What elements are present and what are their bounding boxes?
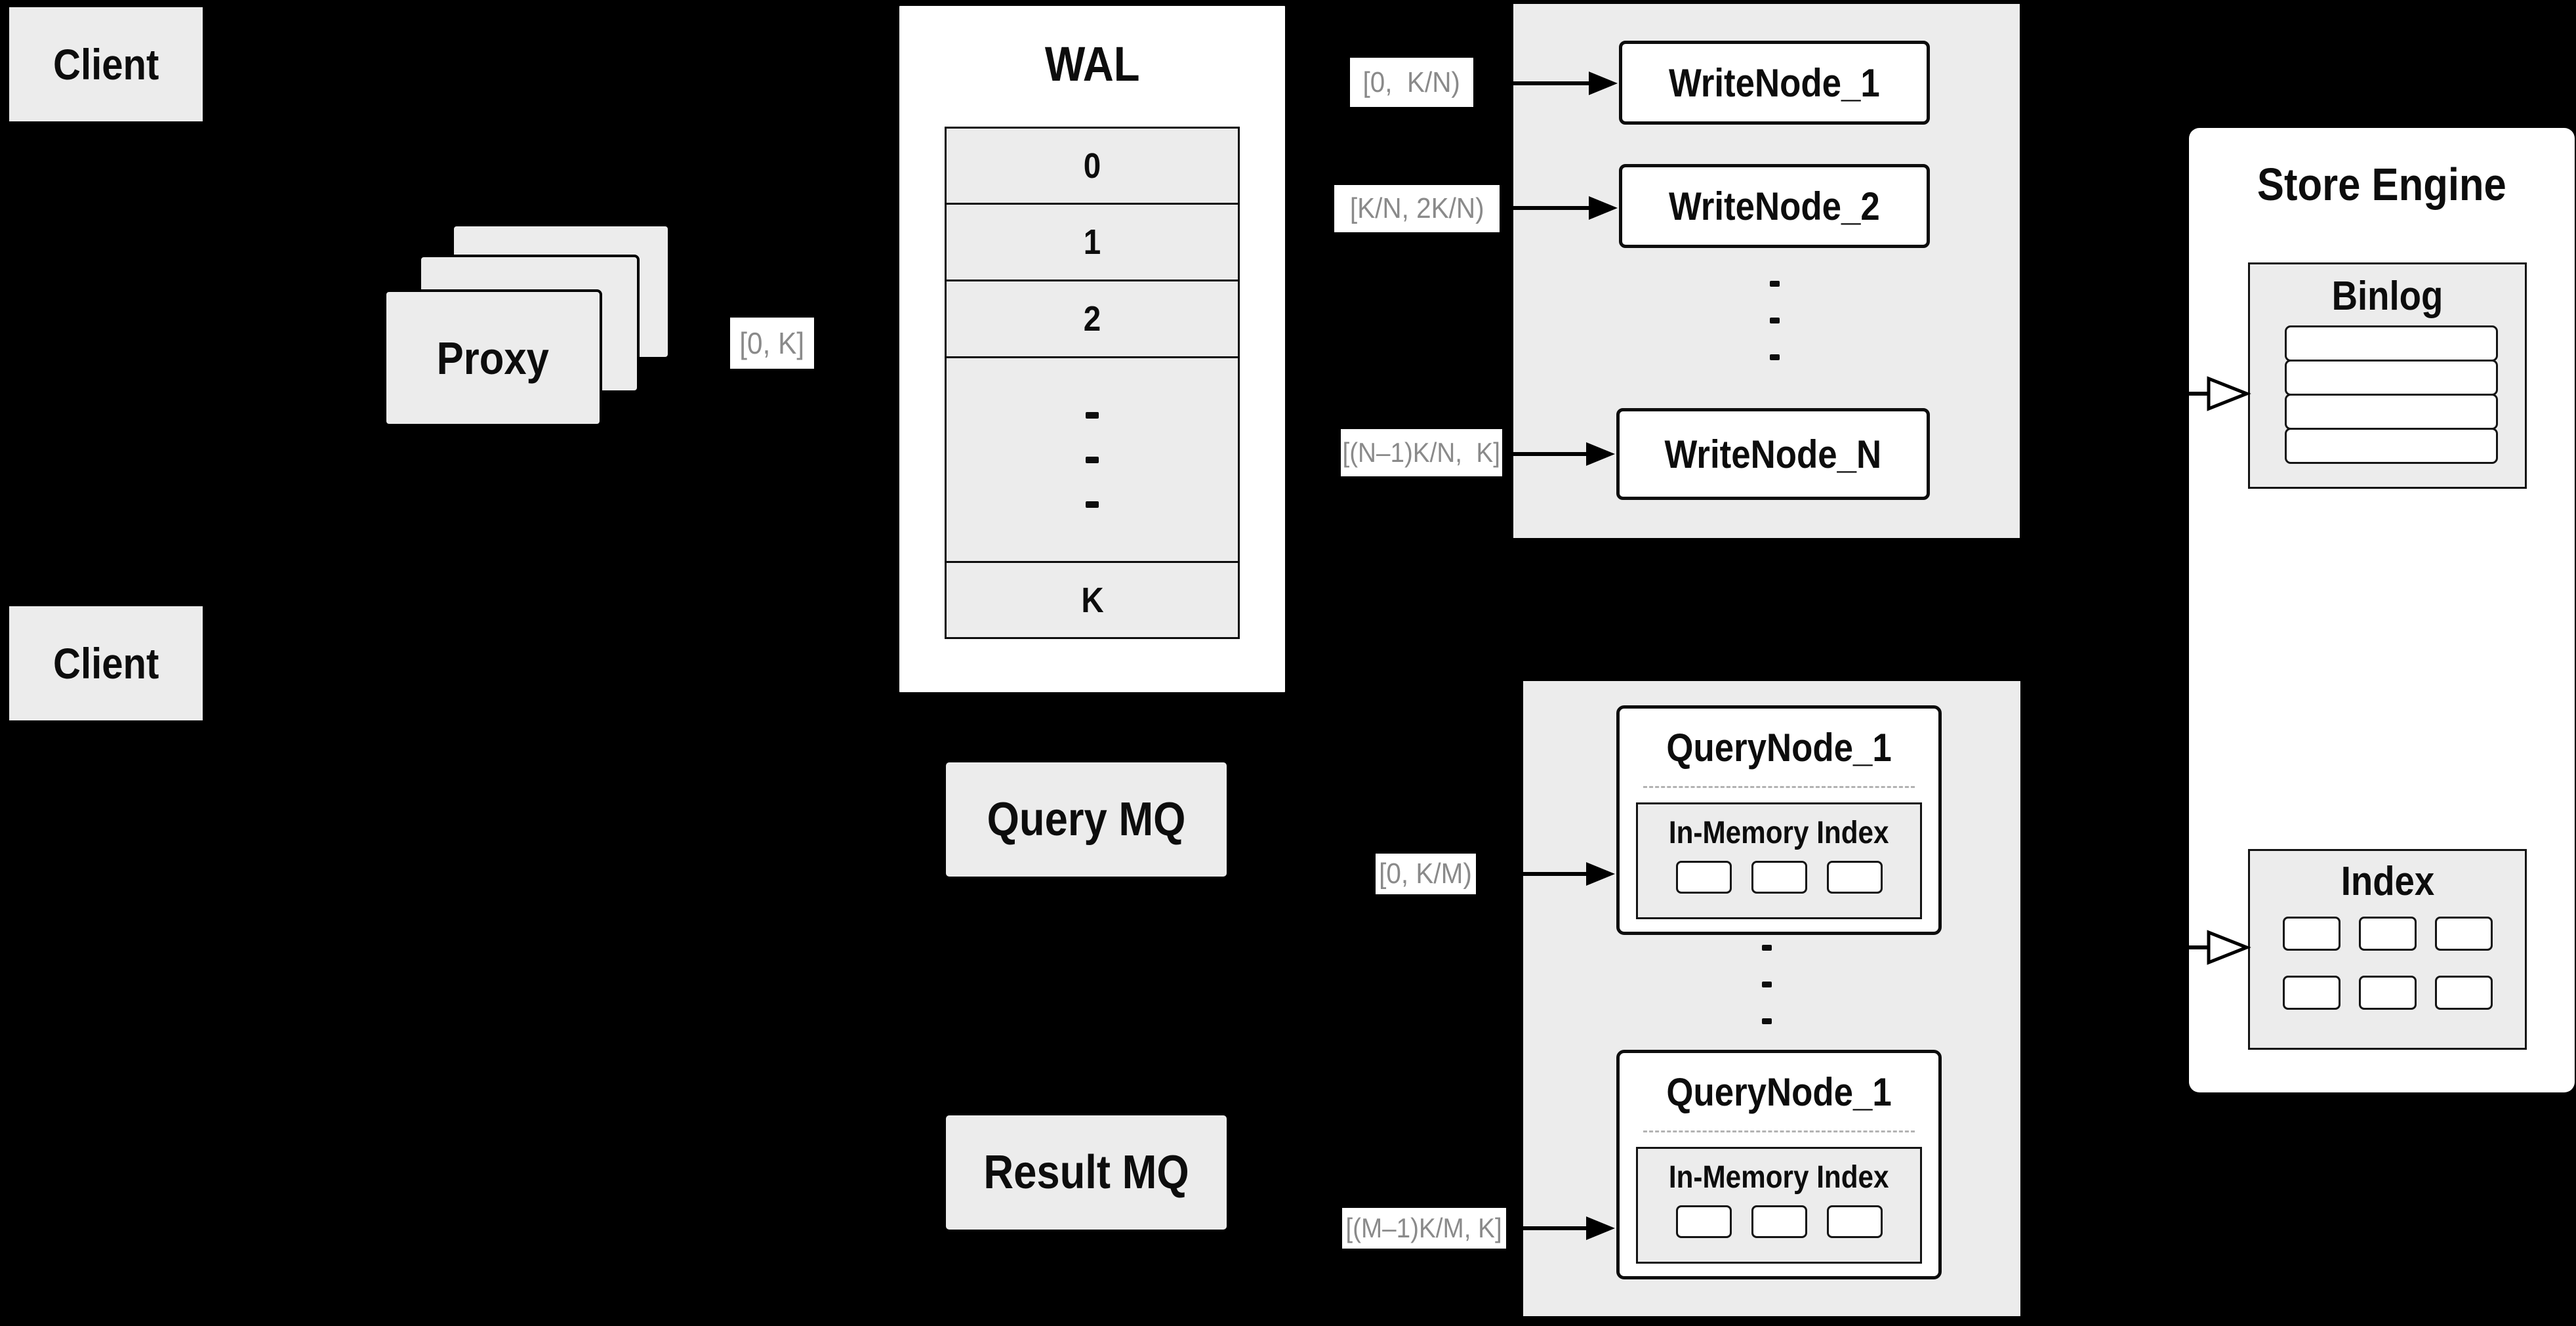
binlog-row	[2285, 325, 2498, 362]
index-cell	[2282, 976, 2341, 1010]
ellipsis-dot	[1761, 982, 1772, 987]
ellipsis-dot	[1769, 318, 1780, 323]
query-node-bottom-title: QueryNode_1	[1666, 1069, 1892, 1114]
range-label-query-top: [0, K/M)	[1376, 854, 1476, 894]
index-title-wrap: Index	[2250, 851, 2525, 911]
write-node-1: WriteNode_1	[1619, 41, 1930, 125]
inmemory-segment	[1826, 1205, 1883, 1238]
index-cells	[2250, 917, 2525, 1010]
query-node-bottom: QueryNode_1 In-Memory Index	[1616, 1050, 1942, 1279]
store-engine-title-wrap: Store Engine	[2189, 157, 2575, 212]
wal-segment-0-label: 0	[1083, 146, 1101, 186]
ellipsis-dot	[1761, 1018, 1772, 1024]
inmemory-segment	[1826, 861, 1883, 894]
ellipsis-dot	[1761, 945, 1772, 951]
index-cell	[2282, 917, 2341, 951]
inmemory-segments	[1638, 861, 1920, 894]
query-mq-box: Query MQ	[946, 762, 1227, 877]
range-label-write-n: [(N–1)K/N, K]	[1341, 429, 1502, 476]
wal-segment-0: 0	[945, 127, 1240, 205]
index-cell	[2358, 976, 2417, 1010]
ellipsis-dot	[1086, 456, 1099, 463]
query-node-bottom-separator	[1643, 1130, 1915, 1132]
index-cell	[2358, 917, 2417, 951]
write-node-n-label: WriteNode_N	[1664, 432, 1882, 476]
range-label-proxy-wal-text: [0, K]	[739, 326, 805, 360]
binlog-row	[2285, 360, 2498, 396]
result-mq-box: Result MQ	[946, 1115, 1227, 1230]
query-node-top: QueryNode_1 In-Memory Index	[1616, 705, 1942, 935]
range-label-write-1-text: [0, K/N)	[1362, 66, 1461, 98]
inmemory-segment	[1751, 1205, 1807, 1238]
index-cell	[2434, 917, 2493, 951]
query-node-top-title-wrap: QueryNode_1	[1620, 709, 1938, 786]
wal-title-wrap: WAL	[899, 36, 1285, 91]
ellipsis-dot	[1769, 281, 1780, 287]
query-mq-label: Query MQ	[987, 793, 1186, 846]
result-mq-label: Result MQ	[983, 1146, 1189, 1199]
range-label-query-bottom: [(M–1)K/M, K]	[1342, 1208, 1506, 1249]
query-node-top-title: QueryNode_1	[1666, 725, 1892, 770]
range-label-write-2: [K/N, 2K/N)	[1334, 185, 1500, 232]
ellipsis-dot	[1769, 354, 1780, 360]
wal-segment-2-label: 2	[1083, 299, 1101, 339]
ellipsis-dot	[1086, 411, 1099, 419]
query-node-bottom-title-wrap: QueryNode_1	[1620, 1053, 1938, 1130]
index-box: Index	[2248, 849, 2527, 1050]
write-node-2: WriteNode_2	[1619, 164, 1930, 248]
wal-segment-1: 1	[945, 203, 1240, 281]
binlog-title-wrap: Binlog	[2250, 264, 2525, 327]
inmemory-index-title: In-Memory Index	[1669, 815, 1889, 850]
inmemory-segment	[1751, 861, 1807, 894]
wal-ellipsis-dots	[1086, 411, 1099, 508]
proxy-card-front: Proxy	[384, 289, 602, 426]
query-node-bottom-inmemory: In-Memory Index	[1636, 1147, 1922, 1264]
range-label-proxy-wal: [0, K]	[730, 318, 814, 369]
client-box-top: Client	[7, 5, 205, 124]
inmemory-index-title: In-Memory Index	[1669, 1159, 1889, 1195]
write-node-1-label: WriteNode_1	[1669, 60, 1880, 105]
client-top-label: Client	[52, 40, 159, 89]
index-cell	[2434, 976, 2493, 1010]
binlog-row	[2285, 394, 2498, 430]
query-node-top-inmemory: In-Memory Index	[1636, 802, 1922, 919]
inmemory-segments	[1638, 1205, 1920, 1238]
wal-title: WAL	[1044, 36, 1140, 91]
inmemory-segment	[1675, 861, 1732, 894]
inmemory-segment	[1675, 1205, 1732, 1238]
wal-panel: WAL 0 1 2 K	[897, 4, 1287, 694]
store-engine-title: Store Engine	[2257, 159, 2506, 210]
range-label-query-bottom-text: [(M–1)K/M, K]	[1345, 1212, 1503, 1243]
query-node-top-separator	[1643, 786, 1915, 788]
wal-segment-1-label: 1	[1083, 222, 1101, 262]
range-label-query-top-text: [0, K/M)	[1379, 858, 1473, 890]
wal-segment-2: 2	[945, 280, 1240, 358]
binlog-row	[2285, 428, 2498, 464]
ellipsis-dot	[1086, 501, 1099, 508]
inmemory-title-wrap: In-Memory Index	[1638, 804, 1920, 861]
binlog-title: Binlog	[2331, 273, 2443, 319]
client-bottom-label: Client	[52, 639, 159, 688]
client-box-bottom: Client	[7, 604, 205, 723]
query-node-ellipsis	[1757, 945, 1776, 1024]
range-label-write-n-text: [(N–1)K/N, K]	[1342, 437, 1501, 468]
index-title: Index	[2341, 858, 2434, 904]
range-label-write-1: [0, K/N)	[1350, 58, 1473, 107]
proxy-label: Proxy	[436, 332, 550, 384]
binlog-box: Binlog	[2248, 262, 2527, 489]
wal-segment-k: K	[945, 561, 1240, 639]
wal-segment-k-label: K	[1080, 580, 1104, 620]
write-node-n: WriteNode_N	[1616, 408, 1930, 500]
wal-segment-ellipsis	[945, 356, 1240, 563]
range-label-write-2-text: [K/N, 2K/N)	[1349, 192, 1484, 224]
inmemory-title-wrap: In-Memory Index	[1638, 1149, 1920, 1205]
write-node-2-label: WriteNode_2	[1669, 184, 1880, 228]
write-node-ellipsis	[1765, 281, 1784, 360]
binlog-rows	[2285, 325, 2525, 464]
